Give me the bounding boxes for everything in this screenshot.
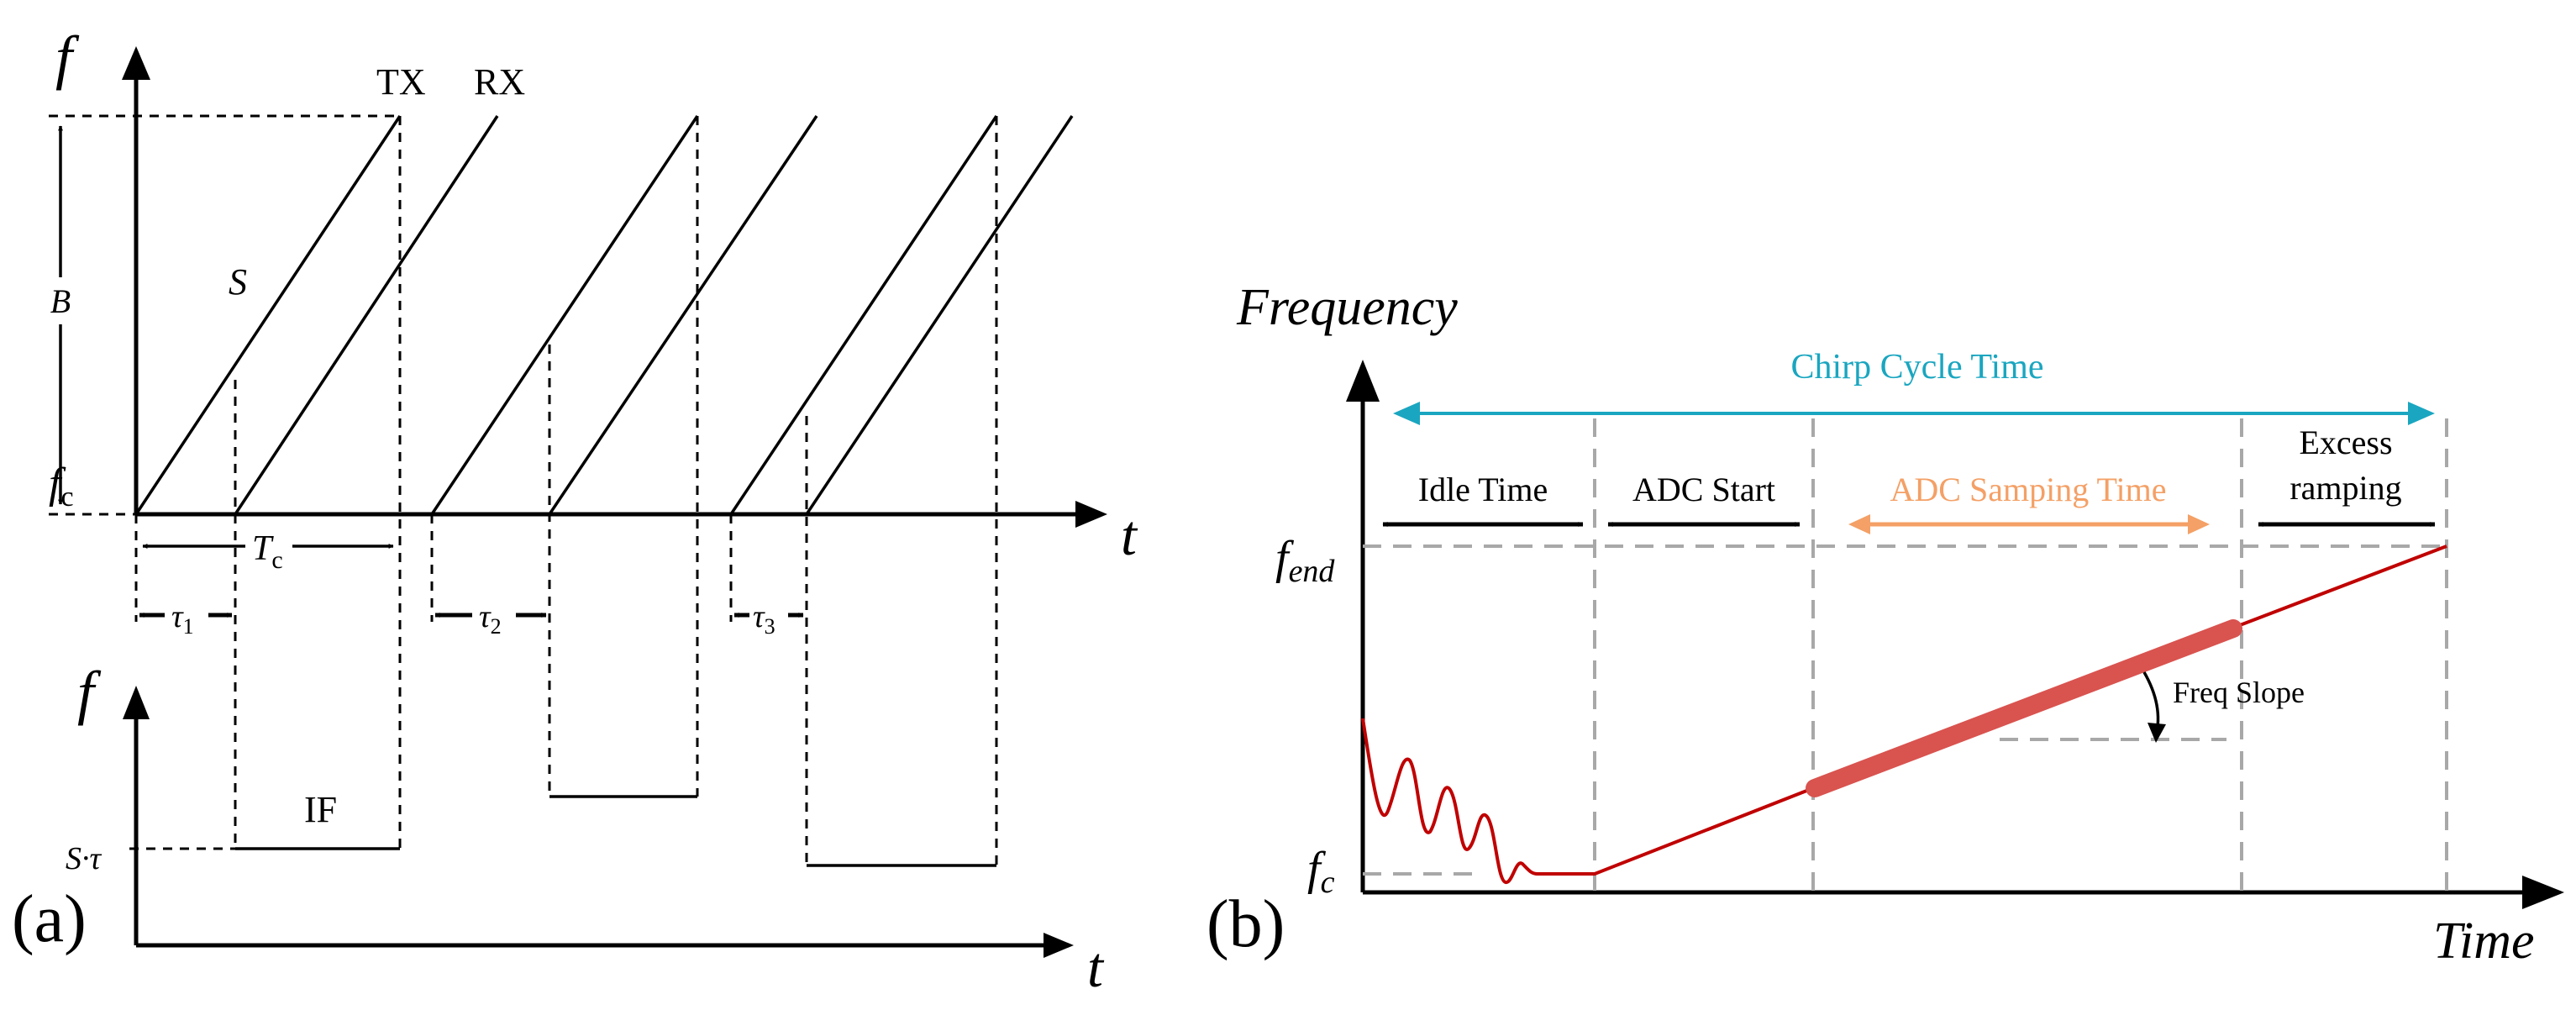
idle-time-label: Idle Time [1418, 471, 1548, 508]
top-x-arrowhead [1075, 501, 1107, 528]
tx-chirp-2 [430, 115, 699, 515]
f-end-label: fend [1275, 532, 1335, 589]
panel-a: f t B fc TX RX S Tc [12, 24, 1138, 999]
adc-sampling-arrowhead-left [1848, 514, 1870, 534]
tau2-label: τ2 [479, 599, 502, 639]
adc-start-label: ADC Start [1632, 471, 1775, 508]
rx-label: RX [474, 61, 525, 103]
tau1-label-bg [165, 598, 208, 635]
panel-b-label: (b) [1207, 887, 1285, 961]
b-y-axis-label: Frequency [1236, 279, 1458, 336]
bottom-x-arrowhead [1044, 933, 1074, 958]
tx-label: TX [376, 61, 426, 103]
adc-sampling-segment [1806, 619, 2242, 797]
if-label: IF [304, 789, 337, 830]
adc-sampling-label: ADC Samping Time [1890, 471, 2167, 508]
tx-chirp-3 [729, 115, 998, 515]
rx-chirp-3 [805, 115, 1074, 515]
b-y-arrowhead [1346, 360, 1380, 402]
bandwidth-label: B [50, 282, 71, 320]
rx-chirp-2 [548, 115, 818, 515]
tau2-label-bg [472, 598, 516, 635]
freq-slope-label: Freq Slope [2173, 676, 2305, 709]
chirp-cycle-label: Chirp Cycle Time [1790, 348, 2043, 387]
tau3-label: τ3 [753, 599, 775, 639]
b-x-arrowhead [2522, 876, 2564, 909]
bottom-y-arrowhead [123, 686, 150, 719]
adc-sampling-arrowhead-right [2188, 514, 2210, 534]
f-c-label: fc [1307, 843, 1335, 900]
chirp-cycle-arrowhead-right [2408, 402, 2435, 425]
bottom-x-label: t [1087, 935, 1105, 999]
chirp-cycle-arrowhead-left [1393, 402, 1420, 425]
tx-chirp-1 [134, 115, 402, 515]
tc-label: Tc [252, 529, 283, 574]
top-x-label: t [1121, 503, 1138, 567]
top-y-label: f [55, 24, 80, 91]
tau1-label: τ1 [171, 599, 194, 639]
freq-slope-arrowhead [2148, 723, 2166, 743]
slope-label: S [229, 261, 247, 302]
bandwidth-label-bg [44, 277, 77, 324]
top-y-arrowhead [122, 46, 150, 80]
b-x-axis-label: Time [2433, 913, 2535, 970]
excess-label-line2: ramping [2289, 469, 2401, 507]
rx-chirp-1 [234, 115, 499, 515]
panel-a-label: (a) [12, 882, 87, 956]
tau3-label-bg [749, 598, 788, 635]
s-tau-label: S·τ [66, 841, 103, 876]
chirp-frequency-curve [1361, 544, 2447, 884]
tc-label-bg [245, 524, 292, 566]
panel-b: Frequency Time Chirp Cycle Time Idle Tim… [1207, 279, 2564, 970]
bottom-y-label: f [77, 659, 102, 726]
excess-label-line1: Excess [2299, 423, 2392, 461]
